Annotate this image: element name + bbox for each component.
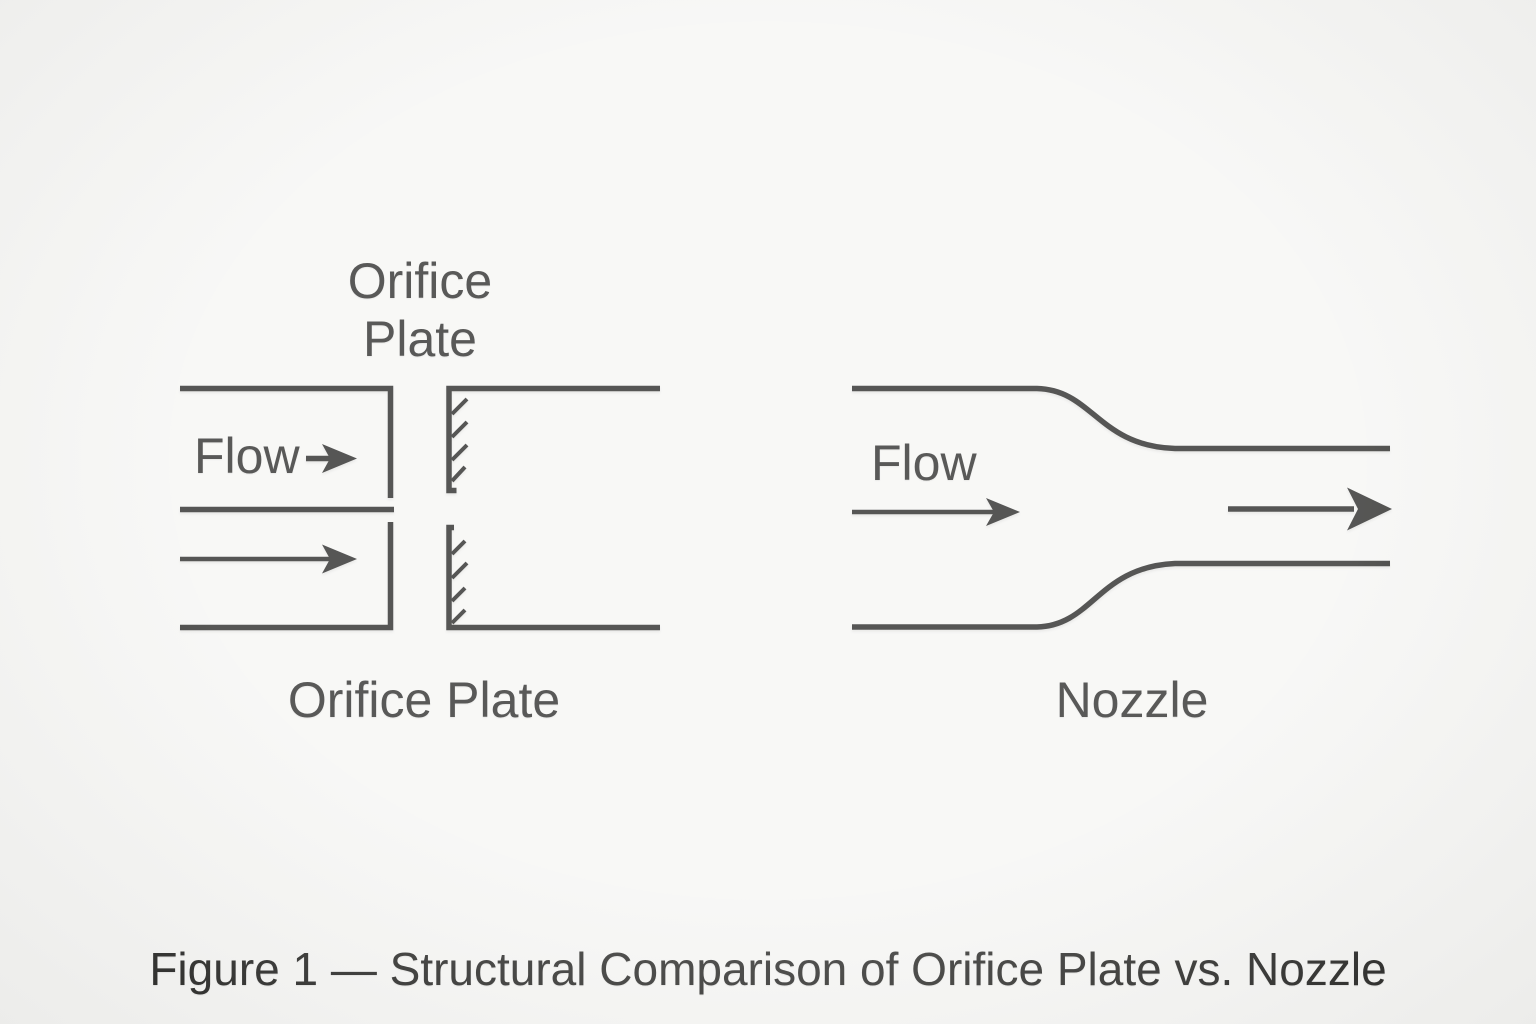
orifice-top-label: Orifice Plate: [348, 252, 492, 368]
nozzle-bottom-label: Nozzle: [1055, 672, 1209, 728]
nozzle-diagram: [852, 385, 1392, 630]
nozzle-flow-arrow-head-icon: [986, 498, 1020, 526]
orifice-downstream-top-wall: [446, 385, 660, 494]
flow-arrow-small-head-icon: [322, 444, 357, 473]
orifice-bottom-label: Orifice Plate: [287, 672, 561, 728]
nozzle-top-wall: [852, 385, 1390, 452]
orifice-plate-hatching-bottom: [450, 539, 469, 625]
orifice-downstream-bottom-wall: [446, 524, 660, 631]
flow-arrow-long-head-icon: [322, 544, 357, 574]
orifice-plate-diagram: [180, 385, 660, 631]
orifice-flow-label: Flow: [194, 428, 300, 484]
orifice-upstream-bottom-wall: [180, 522, 394, 631]
figure-caption: Figure 1 — Structural Comparison of Orif…: [149, 943, 1387, 995]
orifice-upstream-top-wall: [180, 385, 394, 498]
nozzle-flow-label: Flow: [871, 435, 977, 491]
nozzle-bottom-wall: [852, 560, 1390, 630]
orifice-top-label-line2: Plate: [363, 311, 477, 367]
nozzle-outlet-arrow-head-icon: [1347, 487, 1392, 531]
orifice-top-label-line1: Orifice: [347, 253, 493, 309]
orifice-plate-hatching-top: [450, 397, 469, 483]
